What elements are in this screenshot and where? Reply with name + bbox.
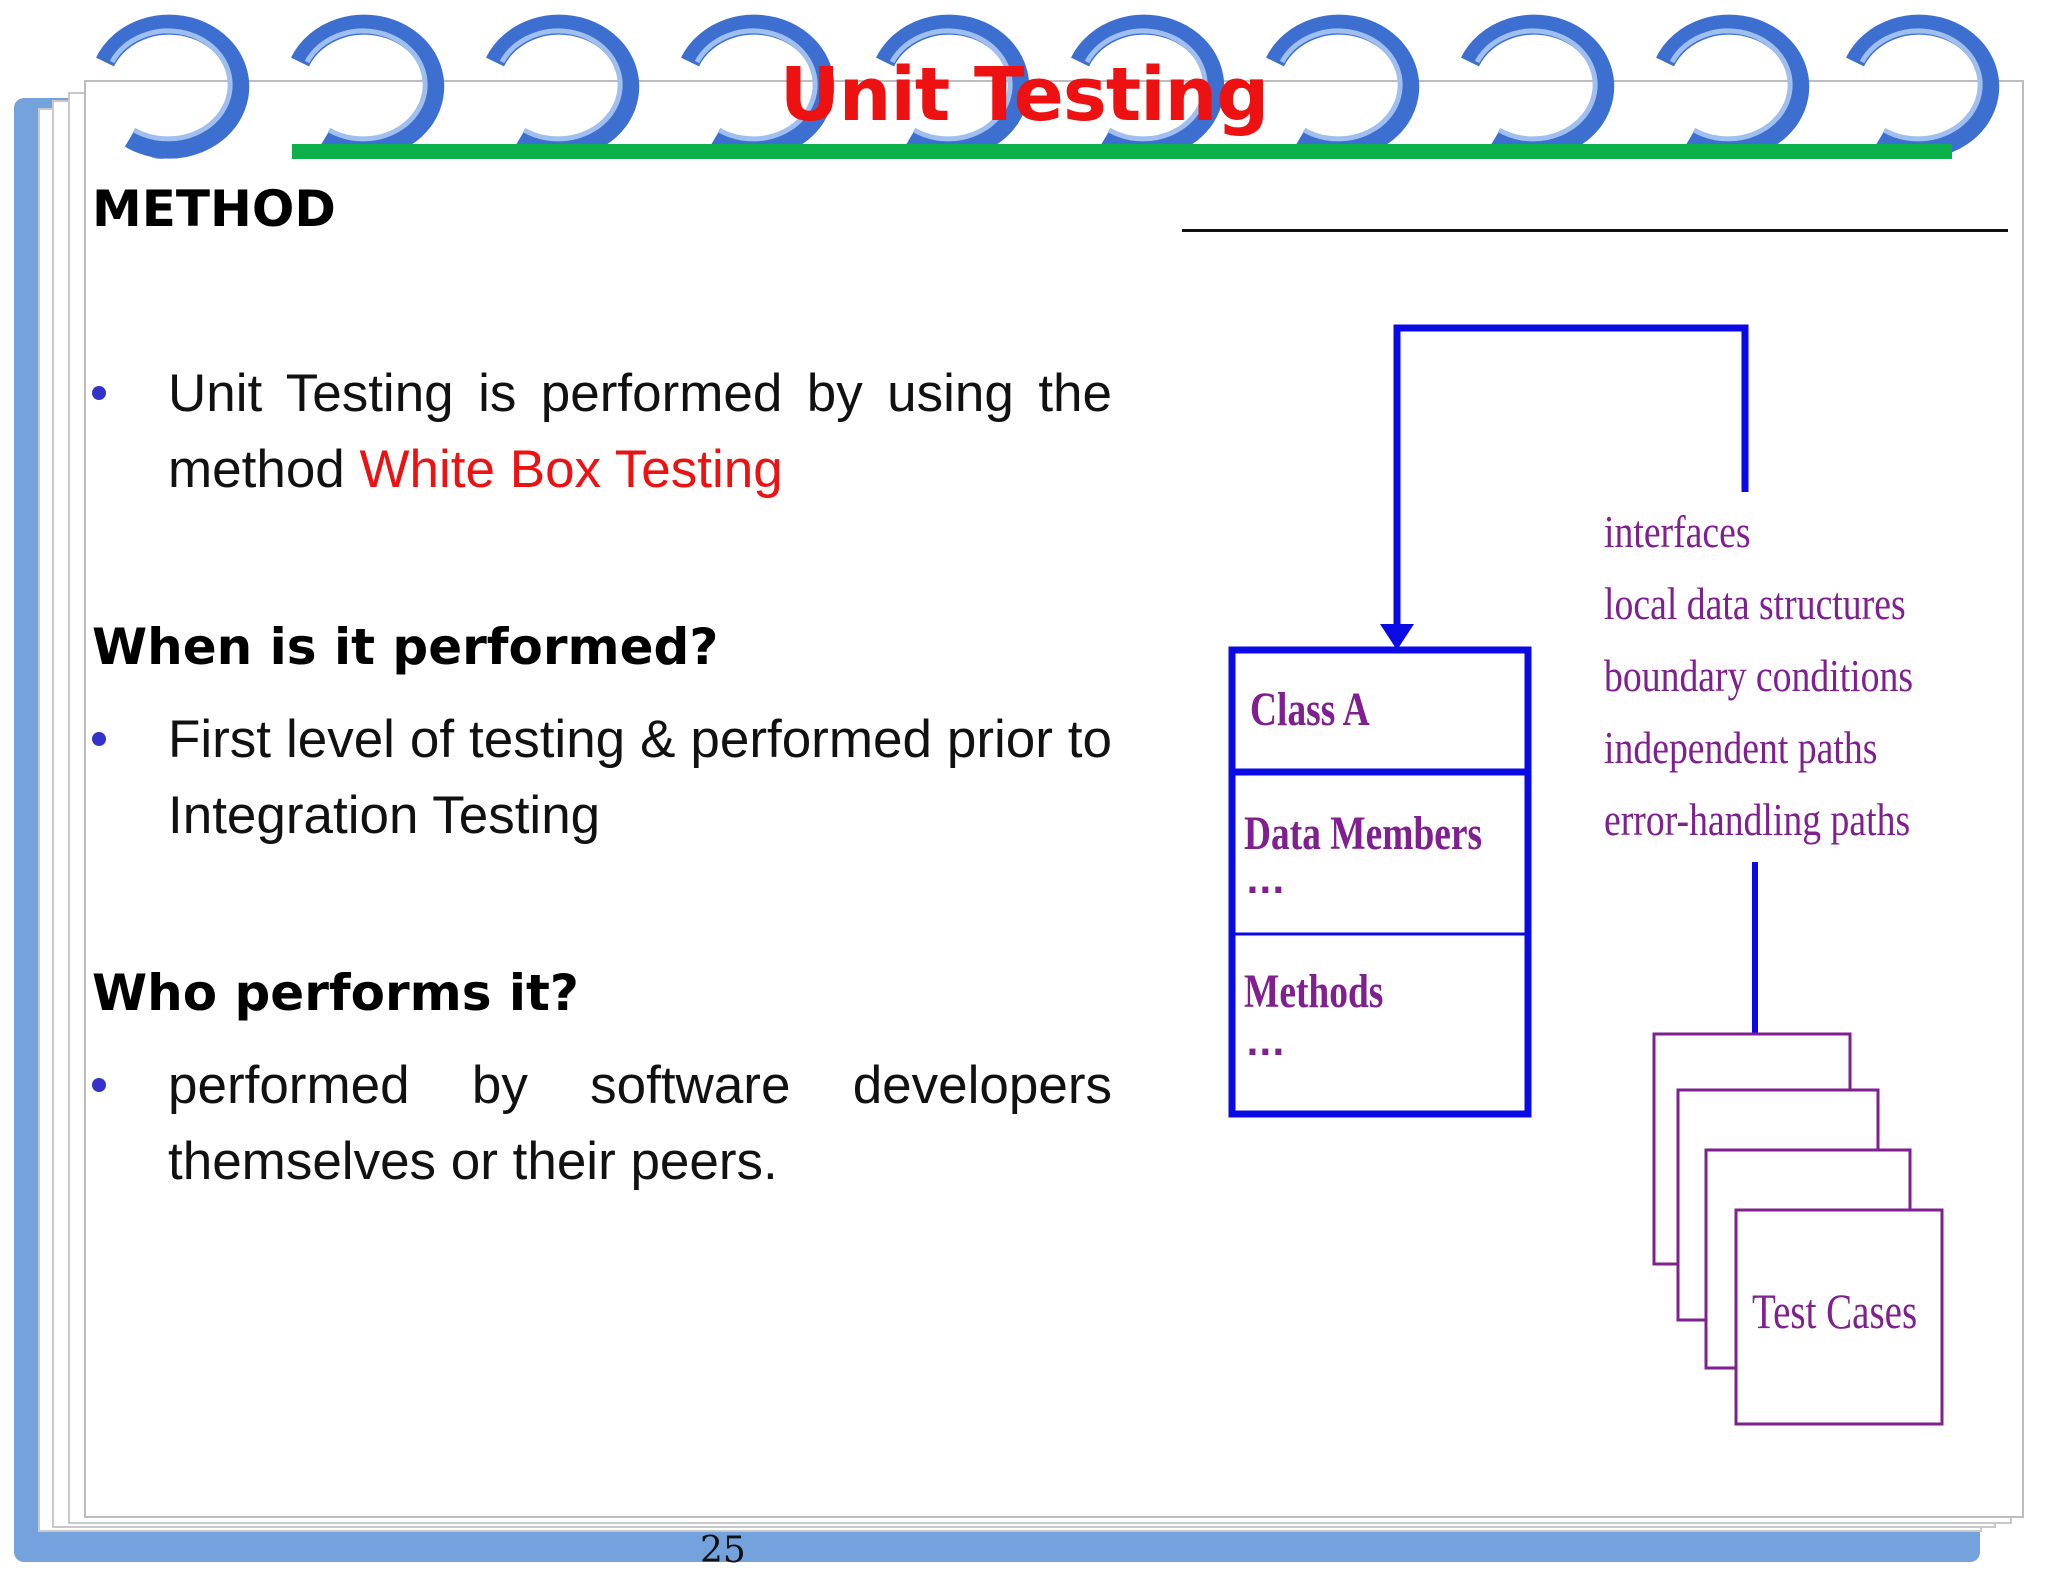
bullet-icon: [92, 1078, 106, 1092]
target-independent-paths: independent paths: [1604, 722, 1878, 773]
bullet-item-when: First level of testing & performed prior…: [92, 702, 1112, 854]
test-cases-label: Test Cases: [1752, 1283, 1918, 1339]
bullet-text: performed by software developers themsel…: [168, 1056, 1112, 1191]
target-error-handling-paths: error-handling paths: [1604, 794, 1911, 845]
test-targets-list: interfaces local data structures boundar…: [1604, 496, 1981, 856]
arrow-head-icon: [1380, 624, 1414, 650]
when-heading: When is it performed?: [92, 618, 719, 676]
bullet-text: First level of testing & performed prior…: [168, 710, 1112, 845]
divider-rule: [1182, 229, 2008, 232]
target-interfaces: interfaces: [1604, 506, 1751, 557]
methods-ellipsis: ...: [1246, 1024, 1285, 1064]
target-boundary-conditions: boundary conditions: [1604, 650, 1914, 701]
methods-label: Methods: [1244, 965, 1384, 1018]
class-box: [1228, 646, 1532, 1118]
who-heading: Who performs it?: [92, 964, 579, 1022]
test-case-card-front: [1734, 1208, 1944, 1426]
bullet-text: Unit Testing is performed by using the m…: [168, 356, 1112, 508]
page-number: 25: [700, 1530, 746, 1571]
white-box-testing-highlight: White Box Testing: [359, 440, 783, 499]
bullet-icon: [92, 386, 106, 400]
slide-title: Unit Testing: [779, 52, 1270, 138]
target-local-data-structures: local data structures: [1604, 578, 1906, 629]
data-members-label: Data Members: [1244, 807, 1483, 860]
title-underline-bar: [292, 144, 1952, 159]
bullet-item-who: performed by software developers themsel…: [92, 1048, 1112, 1200]
data-members-ellipsis: ...: [1246, 862, 1285, 902]
bullet-text-main: Unit Testing is performed by using the m…: [168, 364, 1112, 499]
bullet-item-method: Unit Testing is performed by using the m…: [92, 356, 1112, 508]
method-heading: METHOD: [92, 180, 336, 238]
class-name-label: Class A: [1250, 683, 1370, 736]
bullet-icon: [92, 732, 106, 746]
connector-loop-line: [1393, 324, 1749, 632]
